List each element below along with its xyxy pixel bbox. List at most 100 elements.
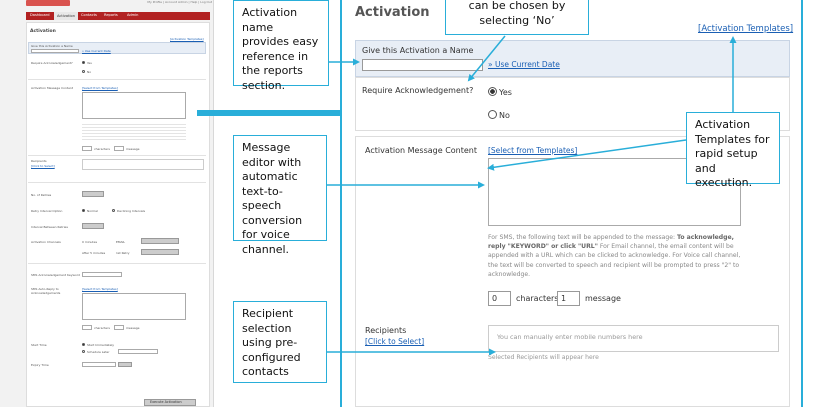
- thumb-divider: [28, 155, 206, 156]
- thumb-after-5: After 5 minutes: [82, 251, 106, 255]
- select-templates-link[interactable]: [Select from Templates]: [488, 146, 578, 155]
- thumb-name-label: Give this Activation a Name: [31, 44, 73, 48]
- message-count-label: message: [585, 294, 621, 303]
- thumb-recipients-label: Recipients: [31, 159, 47, 163]
- nav-item-dashboard[interactable]: Dashboard: [30, 13, 50, 17]
- thumb-schedule-label: Schedule Later: [87, 350, 110, 354]
- click-to-select-link[interactable]: [Click to Select]: [365, 337, 425, 346]
- page-title: Activation: [355, 5, 430, 20]
- thumb-message-editor[interactable]: [82, 92, 186, 119]
- activation-templates-link[interactable]: [Activation Templates]: [698, 24, 794, 34]
- form-thumbnail: My Profile | Account Admin | Help | Log …: [0, 0, 214, 407]
- thumb-message-count: [114, 146, 124, 151]
- brand-logo: [26, 0, 70, 6]
- nav-item-admin[interactable]: Admin: [127, 13, 139, 17]
- thumb-sms-ack-label: SMS Acknowledgement Keyword: [31, 273, 80, 277]
- thumb-sms-keyword-input[interactable]: [82, 272, 122, 277]
- thumb-retry-option-label: Retry Interval Option: [31, 209, 63, 213]
- email-voice-note: For Email channel, the email content wil…: [488, 243, 741, 278]
- thumb-char-count-2: [82, 325, 92, 330]
- thumb-name-input[interactable]: [31, 49, 79, 53]
- name-label: Give this Activation a Name: [362, 46, 474, 55]
- thumb-divider: [28, 79, 206, 80]
- thumb-start-label: Start Time: [31, 343, 47, 347]
- callout-activation-templates: Activation Templates for rapid setup and…: [686, 112, 780, 189]
- nav-item-contacts[interactable]: Contacts: [81, 13, 97, 17]
- thumb-message-note: [82, 122, 186, 140]
- thumb-reply-editor[interactable]: [82, 293, 186, 320]
- thumb-select-templates[interactable]: [Select from Templates]: [82, 86, 118, 90]
- thumb-first-retry: 1st Retry: [116, 251, 130, 255]
- recipients-input[interactable]: You can manually enter mobile numbers he…: [488, 325, 779, 352]
- zoom-connector-band: [197, 110, 342, 116]
- thumb-char-count: [82, 146, 92, 151]
- callout-message-editor: Message editor with automatic text-to-sp…: [233, 135, 327, 256]
- nav-item-reports[interactable]: Reports: [104, 13, 118, 17]
- thumb-email-label: EMAIL: [116, 240, 126, 244]
- thumb-schedule-radio[interactable]: [82, 350, 85, 353]
- thumb-sms-reply-label: SMS Auto-Reply to Acknowledgements: [31, 287, 61, 295]
- thumb-declining-radio[interactable]: [112, 209, 115, 212]
- execute-activation-button[interactable]: Execute Activation: [144, 399, 196, 406]
- thumb-channel-select-1[interactable]: [141, 238, 179, 244]
- frame-right-line: [801, 0, 803, 407]
- message-count: 1: [557, 291, 580, 306]
- frame-left-line: [340, 0, 342, 407]
- thumb-ack-label: Require Acknowledgement?: [31, 61, 73, 65]
- thumb-interval-select[interactable]: [82, 223, 104, 229]
- thumb-normal-label: Normal: [87, 209, 98, 213]
- callout-acknowledgement: can be chosen by selecting ‘No’: [445, 0, 589, 35]
- ack-label: Require Acknowledgement?: [362, 86, 474, 95]
- thumb-retries-select[interactable]: [82, 191, 104, 197]
- arrow-to-ack-radio: [467, 35, 506, 82]
- thumb-message-label: Activation Message Content: [31, 86, 74, 90]
- thumb-use-date[interactable]: » Use Current Date: [82, 49, 111, 53]
- thumb-panel: [26, 22, 210, 407]
- thumb-recipients-input[interactable]: [82, 159, 204, 170]
- thumb-start-now-radio[interactable]: [82, 343, 85, 346]
- thumb-message-suffix: message: [126, 147, 140, 151]
- thumb-click-select[interactable]: [Click to Select]: [31, 164, 55, 168]
- callout-recipient-selection: Recipient selection using pre-configured…: [233, 301, 327, 383]
- thumb-message-suffix-2: message: [126, 326, 140, 330]
- activation-name-input[interactable]: [362, 59, 483, 71]
- use-current-date-link[interactable]: » Use Current Date: [488, 60, 560, 69]
- thumb-schedule-date[interactable]: [118, 349, 158, 354]
- thumb-message-count-2: [114, 325, 124, 330]
- thumb-expiry-time[interactable]: [118, 362, 132, 367]
- thumb-characters-label-2: characters: [94, 326, 110, 330]
- character-count: 0: [488, 291, 511, 306]
- top-links[interactable]: My Profile | Account Admin | Help | Log …: [147, 0, 212, 4]
- ack-yes-radio[interactable]: [488, 87, 497, 96]
- thumb-declining-label: Declining Intervals: [117, 209, 146, 213]
- thumb-expiry-date[interactable]: [82, 362, 116, 367]
- thumb-title: Activation: [30, 29, 56, 34]
- callout-activation-name: Activation name provides easy reference …: [233, 0, 329, 92]
- thumb-start-now-label: Start Immediately: [87, 343, 115, 347]
- ack-yes-label: Yes: [499, 88, 512, 97]
- thumb-ack-no-radio[interactable]: [82, 70, 85, 73]
- sms-note: For SMS, the following text will be appe…: [488, 234, 676, 241]
- thumb-channel-select-2[interactable]: [141, 249, 179, 255]
- thumb-minutes-0: 0 minutes: [82, 240, 98, 244]
- thumb-normal-radio[interactable]: [82, 209, 85, 212]
- thumb-select-templates-2[interactable]: [Select from Templates]: [82, 287, 118, 291]
- thumb-ack-no-label: No: [87, 70, 92, 74]
- ack-no-label: No: [499, 111, 510, 120]
- thumb-ack-yes-label: Yes: [87, 61, 92, 65]
- thumb-divider: [28, 182, 206, 183]
- selected-recipients-note: Selected Recipients will appear here: [488, 354, 599, 361]
- thumb-templates-link[interactable]: [Activation Templates]: [170, 37, 204, 41]
- thumb-expiry-label: Expiry Time: [31, 363, 49, 367]
- recipients-label: Recipients: [365, 326, 407, 335]
- thumb-retries-label: No. of Retries: [31, 193, 52, 197]
- ack-no-radio[interactable]: [488, 110, 497, 119]
- thumb-ack-yes-radio[interactable]: [82, 61, 85, 64]
- nav-item-activation[interactable]: Activation: [54, 12, 78, 20]
- thumb-divider: [28, 263, 206, 264]
- sms-note-bold: To acknowledge, reply "KEYWORD" or click…: [488, 234, 734, 251]
- message-label: Activation Message Content: [365, 146, 478, 155]
- characters-label: characters: [516, 294, 559, 303]
